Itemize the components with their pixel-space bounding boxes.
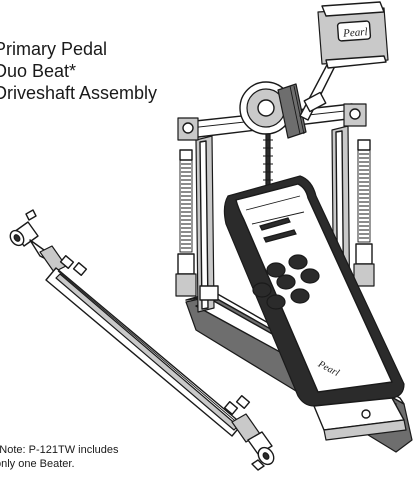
footnote-line-1: *Note: P-121TW includes [0, 444, 119, 456]
beater-badge-logo: Pearl [342, 26, 368, 40]
left-spring [175, 149, 197, 297]
footnote-line-2: only one Beater. [0, 458, 75, 470]
driveshaft-assembly [9, 209, 275, 471]
beater: Pearl [299, 1, 389, 121]
beater-head: Pearl [317, 1, 389, 69]
label-primary-pedal: Primary Pedal [0, 39, 108, 59]
driveshaft-top-joint [9, 209, 88, 276]
driveshaft-tube [45, 267, 243, 437]
label-driveshaft-assembly: Driveshaft Assembly [0, 83, 158, 103]
heel-plate [313, 397, 407, 441]
tension-springs [175, 139, 375, 297]
driveshaft-bottom-joint [223, 395, 275, 471]
label-duo-beat: Duo Beat* [0, 61, 77, 81]
footnote: *Note: P-121TW includes only one Beater. [0, 443, 119, 471]
component-labels: Primary Pedal Duo Beat* Driveshaft Assem… [0, 38, 157, 104]
right-spring [353, 139, 375, 287]
footboard: Pearl [223, 175, 405, 407]
